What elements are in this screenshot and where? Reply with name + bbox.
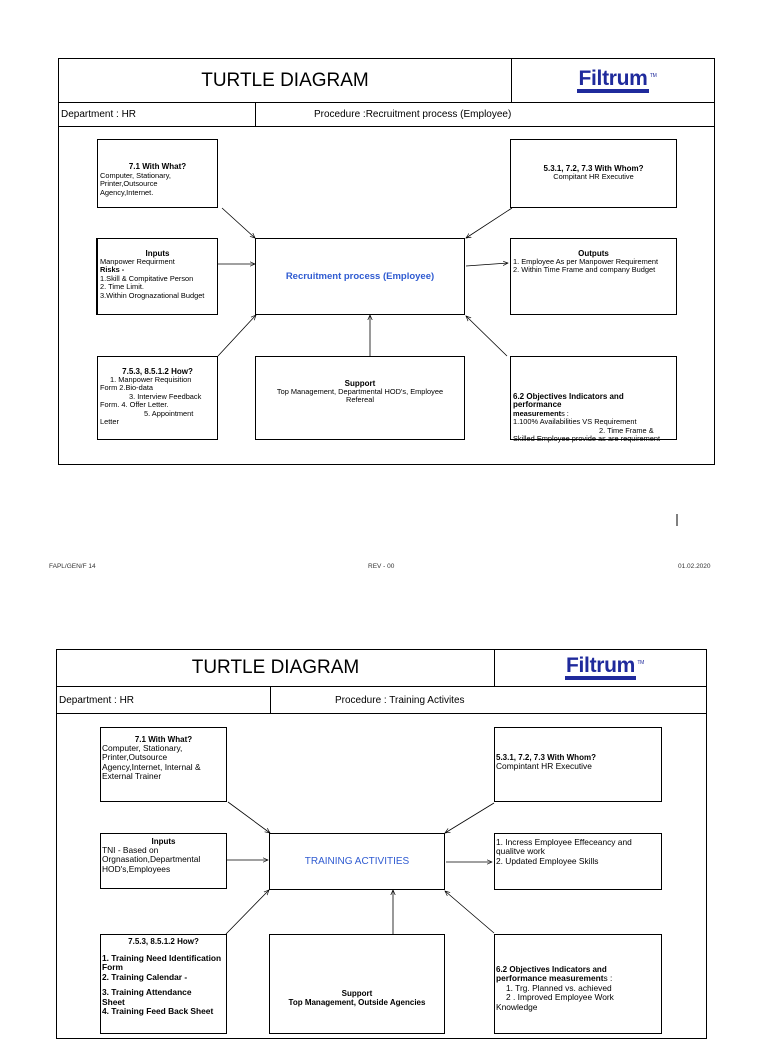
inputs-box: Inputs TNI - Based on Orgnasation,Depart…: [100, 833, 227, 889]
document-date: 01.02.2020: [678, 563, 711, 570]
with-whom-box: 5.3.1, 7.2, 7.3 With Whom? Compintant HR…: [494, 727, 662, 802]
process-center-box: Recruitment process (Employee): [255, 238, 465, 315]
how-box: 7.5.3, 8.5.1.2 How? 1. Training Need Ide…: [100, 934, 227, 1034]
with-what-box: 7.1 With What? Computer, Stationary, Pri…: [97, 139, 218, 208]
revision-number: REV - 00: [368, 563, 395, 570]
objectives-box: 6.2 Objectives Indicators and performanc…: [510, 356, 677, 443]
outputs-box: 1. Incress Employee Effeceancy and quali…: [494, 833, 662, 890]
procedure-label: Procedure :Recruitment process (Employee…: [255, 102, 715, 127]
support-box: Support Top Management, Outside Agencies: [269, 934, 445, 1034]
inputs-box: Inputs Manpower Requirment Risks - 1.Ski…: [96, 238, 218, 315]
procedure-label: Procedure : Training Activites: [270, 686, 707, 714]
page-title: TURTLE DIAGRAM: [58, 58, 512, 103]
process-center-box: TRAINING ACTIVITIES: [269, 833, 445, 890]
support-box: Support Top Management, Departmental HOD…: [255, 356, 465, 440]
department-label: Department : HR: [56, 686, 271, 714]
how-box: 7.5.3, 8.5.1.2 How? 1. Manpower Requisit…: [97, 356, 218, 440]
form-number: FAPL/GEN/F 14: [49, 563, 96, 570]
with-whom-box: 5.3.1, 7.2, 7.3 With Whom? Compitant HR …: [510, 139, 677, 208]
outputs-box: Outputs 1. Employee As per Manpower Requ…: [510, 238, 677, 315]
objectives-box: 6.2 Objectives Indicators and performanc…: [494, 934, 662, 1034]
department-label: Department : HR: [58, 102, 256, 127]
with-what-box: 7.1 With What? Computer, Stationary, Pri…: [100, 727, 227, 802]
page-title: TURTLE DIAGRAM: [56, 649, 495, 687]
